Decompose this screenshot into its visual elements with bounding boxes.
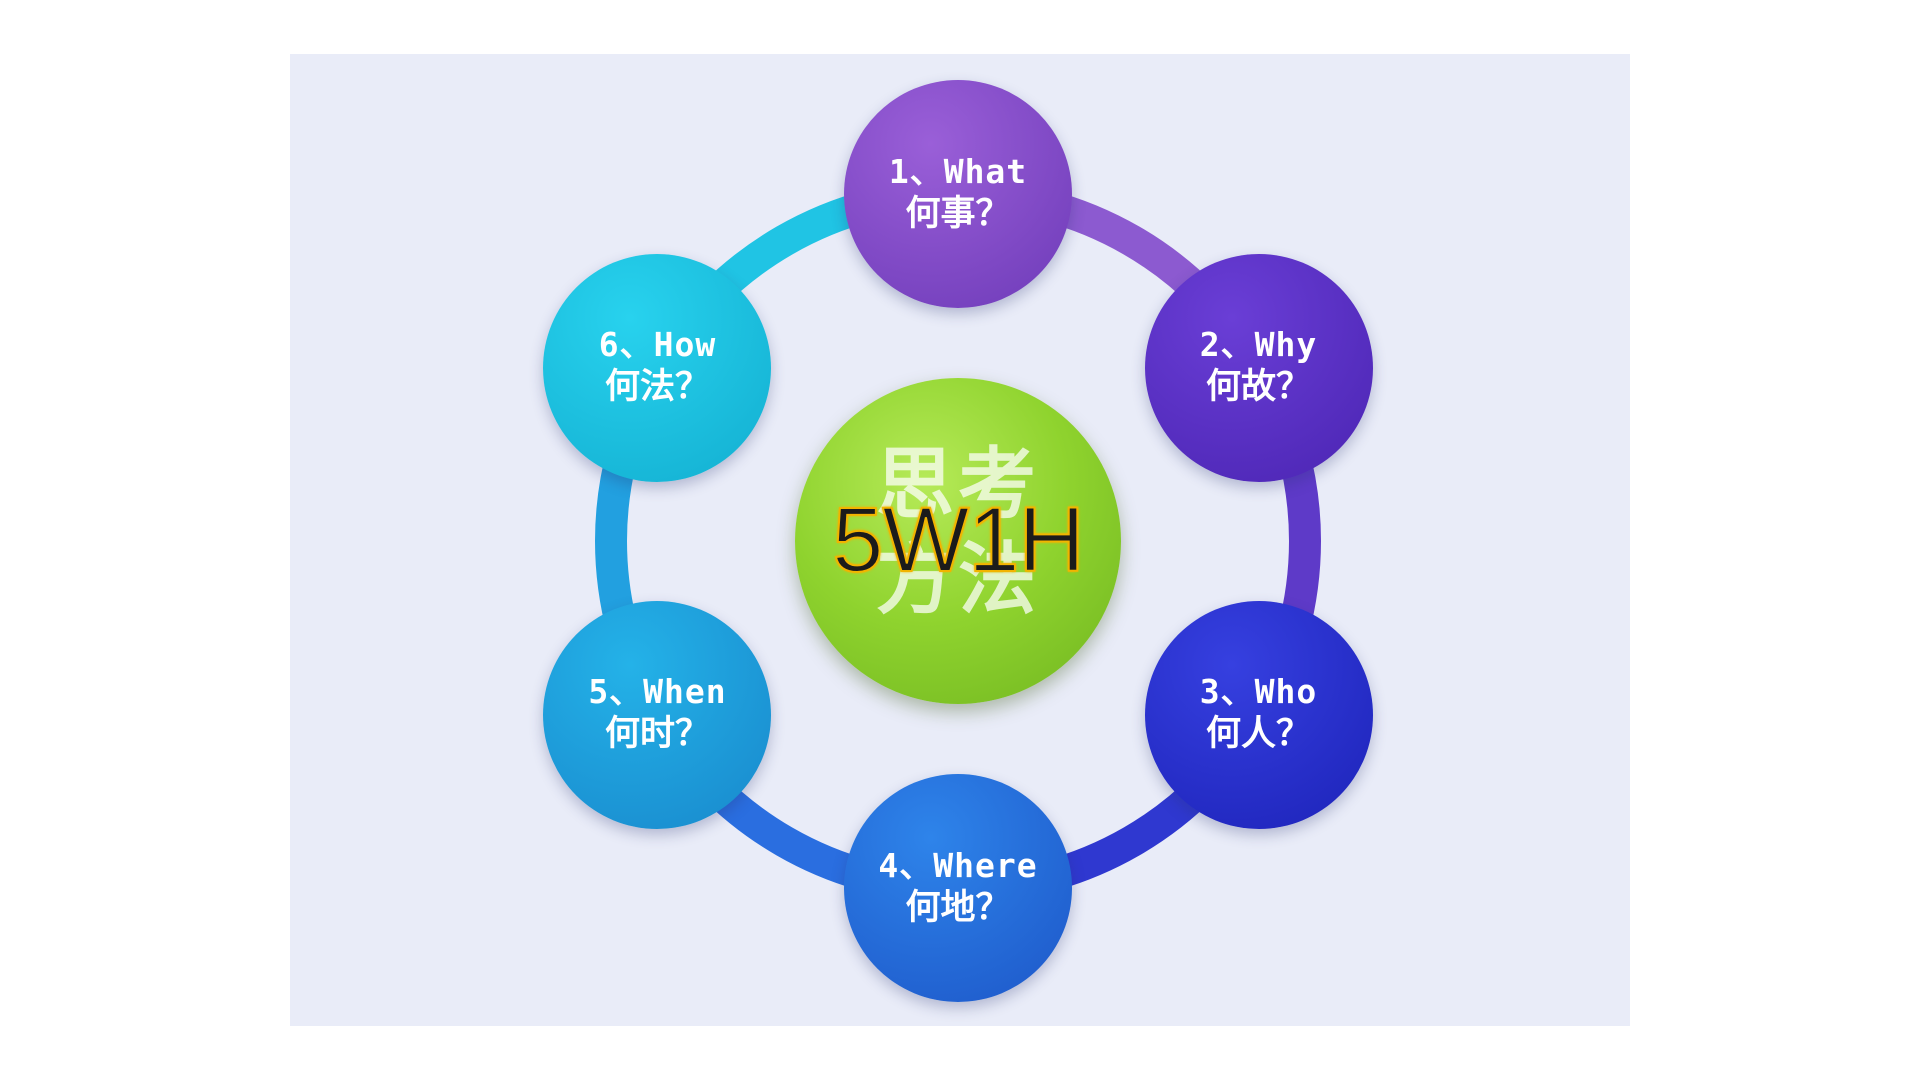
- overlay-title: 5W1H: [831, 488, 1086, 592]
- node-english-label: 2、Why: [1199, 325, 1318, 365]
- node-chinese-label: 何时？: [604, 714, 710, 755]
- node-english-label: 1、What: [888, 151, 1028, 191]
- node-english-label: 5、When: [588, 672, 727, 712]
- node-english-label: 6、How: [598, 325, 717, 365]
- center-hub: 思考 方法: [795, 378, 1121, 704]
- node-chinese-label: 何人？: [1205, 714, 1311, 755]
- node-chinese-label: 何故？: [1205, 367, 1311, 408]
- node-chinese-label: 何地？: [905, 887, 1011, 928]
- center-hub-text: 思考 方法: [875, 440, 1040, 626]
- node-chinese-label: 何事？: [905, 193, 1011, 234]
- node-chinese-label: 何法？: [604, 367, 710, 408]
- node-english-label: 3、Who: [1199, 672, 1318, 712]
- node-english-label: 4、Where: [878, 845, 1038, 885]
